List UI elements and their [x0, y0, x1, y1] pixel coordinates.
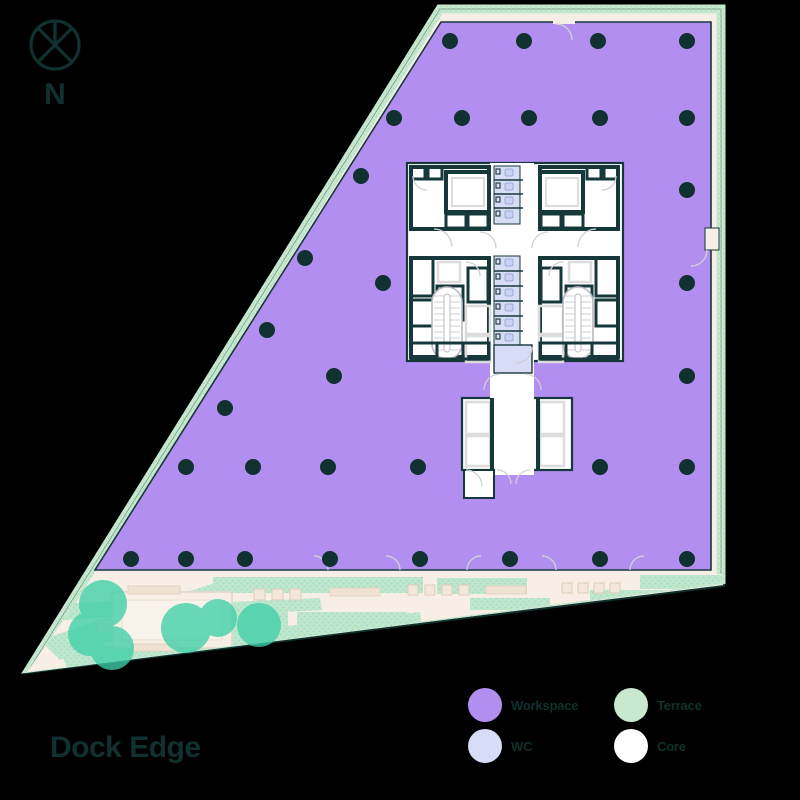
column [178, 459, 194, 475]
legend-item-core[interactable]: Core [614, 729, 686, 763]
column [679, 551, 695, 567]
legend-label-workspace: Workspace [511, 698, 578, 713]
legend-label-terrace: Terrace [657, 698, 702, 713]
column [326, 368, 342, 384]
tree-canopy [237, 603, 281, 647]
legend-swatch-core [614, 729, 648, 763]
column [454, 110, 470, 126]
legend-swatch-workspace [468, 688, 502, 722]
legend: Workspace Terrace WC Core [468, 688, 702, 763]
column [679, 459, 695, 475]
legend-item-terrace[interactable]: Terrace [614, 688, 702, 722]
tree-group [68, 580, 281, 670]
column [410, 459, 426, 475]
legend-swatch-wc [468, 729, 502, 763]
tree-canopy [161, 603, 211, 653]
column [412, 551, 428, 567]
column [353, 168, 369, 184]
column [217, 400, 233, 416]
column [592, 551, 608, 567]
interior-door-swings [412, 175, 617, 487]
roof-door-opening [553, 14, 575, 24]
compass-rose-icon [29, 19, 81, 71]
column [679, 110, 695, 126]
legend-item-workspace[interactable]: Workspace [468, 688, 579, 722]
legend-label-core: Core [657, 739, 686, 754]
column [679, 275, 695, 291]
column [590, 33, 606, 49]
column [502, 551, 518, 567]
column [386, 110, 402, 126]
column [679, 182, 695, 198]
column [297, 250, 313, 266]
wc-zone [493, 165, 533, 374]
column [178, 551, 194, 567]
column [375, 275, 391, 291]
column [521, 110, 537, 126]
tree-canopy [199, 599, 237, 637]
stair-left [431, 286, 463, 360]
column [322, 551, 338, 567]
column [442, 33, 458, 49]
tree-canopy [90, 626, 134, 670]
compass-north-label: N [44, 78, 66, 111]
column [679, 33, 695, 49]
column [245, 459, 261, 475]
column [679, 368, 695, 384]
page-title: Dock Edge [50, 731, 201, 764]
balcony-notch [704, 227, 720, 251]
legend-label-wc: WC [511, 739, 533, 754]
door-swing-group [313, 23, 708, 571]
column [123, 551, 139, 567]
legend-item-wc[interactable]: WC [468, 729, 533, 763]
column [592, 110, 608, 126]
column [592, 459, 608, 475]
column [259, 322, 275, 338]
column [516, 33, 532, 49]
column [320, 459, 336, 475]
column-grid [123, 33, 695, 567]
legend-swatch-terrace [614, 688, 648, 722]
core-zone [405, 161, 625, 499]
stair-right [562, 286, 594, 360]
column [237, 551, 253, 567]
